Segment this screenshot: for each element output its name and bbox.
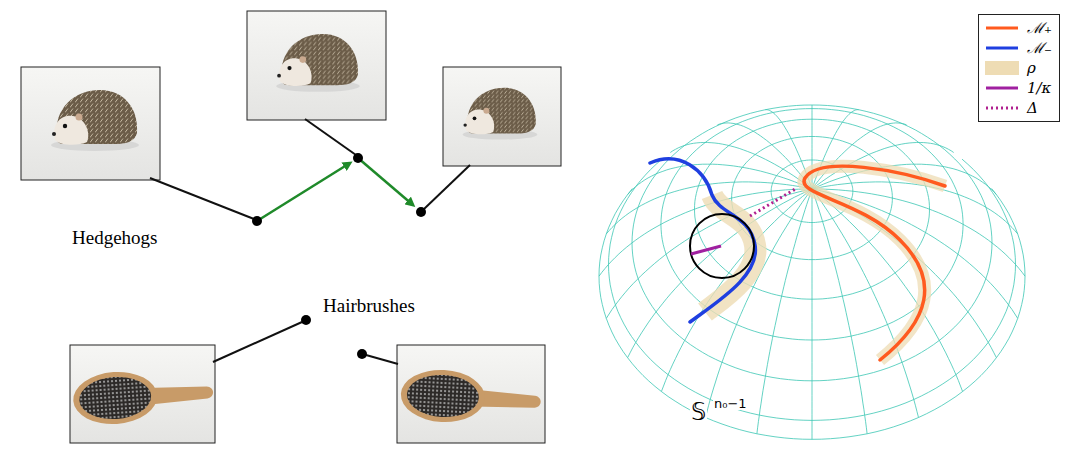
- mesh-line: [706, 189, 813, 418]
- legend-row: ℳ₊: [985, 18, 1052, 38]
- legend-row: 1/κ: [985, 78, 1052, 98]
- distance-dotted: [750, 188, 797, 216]
- point: [416, 207, 426, 217]
- leader-line: [305, 119, 356, 155]
- legend-line-sample: [985, 101, 1019, 115]
- legend-text: ρ: [1027, 61, 1036, 76]
- hairbrush-photo: [400, 368, 543, 427]
- curvature-circle: [690, 214, 754, 278]
- photo-frame: [443, 67, 561, 166]
- point: [301, 315, 311, 325]
- manifold-surface: Hairbrushes: [16, 282, 542, 392]
- leader-line: [213, 322, 302, 362]
- mesh-line: [812, 189, 867, 434]
- photo-frame: [397, 345, 545, 443]
- photo-frame: [247, 11, 386, 120]
- leader-line: [366, 355, 398, 364]
- legend-text: 1/κ: [1027, 81, 1051, 96]
- manifold-label: Hairbrushes: [323, 296, 415, 317]
- manifold-surface: Hedgehogs: [16, 124, 566, 264]
- space-symbol: 𝕊: [690, 400, 707, 424]
- legend-text: Δ: [1027, 101, 1038, 116]
- legend-line: [986, 87, 1018, 90]
- manifold-fill: [20, 130, 562, 258]
- legend-line: [986, 47, 1018, 50]
- hedgehog-photo: [463, 88, 538, 140]
- point: [357, 349, 367, 359]
- mesh-line: [992, 189, 1025, 277]
- legend-line-sample: [985, 21, 1019, 35]
- geodesic-arrow: [257, 163, 350, 221]
- mesh-line: [812, 189, 919, 418]
- sphere-mesh: [599, 105, 1025, 439]
- label-holder: 𝕊: [690, 400, 707, 424]
- photo-frame: [21, 67, 160, 180]
- hedgehog-photo: [276, 34, 360, 92]
- mesh-line: [812, 189, 813, 439]
- legend-swatch: [985, 61, 1019, 75]
- hairbrush-photo: [71, 365, 214, 427]
- leader-line: [150, 178, 254, 219]
- label-holder: n₀−1: [713, 394, 748, 412]
- manifold-plus: [804, 166, 945, 360]
- manifold-minus: [650, 159, 755, 322]
- legend-line: [986, 107, 1018, 110]
- manifold-shape: [16, 282, 542, 392]
- legend-line: [986, 27, 1018, 30]
- mesh-line: [812, 110, 859, 189]
- leader-line: [424, 165, 470, 209]
- manifold-fill: [22, 288, 535, 386]
- curvature-radius: [691, 246, 721, 254]
- manifold-label: Hedgehogs: [72, 228, 157, 249]
- space-superscript: n₀−1: [713, 397, 748, 410]
- mesh-line: [812, 123, 907, 189]
- point: [353, 153, 363, 163]
- legend-row: ρ: [985, 58, 1052, 78]
- legend-text: ℳ₋: [1027, 41, 1052, 56]
- mesh-line: [628, 189, 812, 358]
- legend-line-sample: [985, 41, 1019, 55]
- legend-row: ℳ₋: [985, 38, 1052, 58]
- hedgehog-photo: [51, 90, 139, 151]
- rho-band: [804, 166, 945, 360]
- mesh-line: [757, 189, 812, 434]
- geodesic-arrow: [358, 158, 413, 205]
- legend-line-sample: [985, 81, 1019, 95]
- point: [252, 216, 262, 226]
- legend-box: ℳ₊ ℳ₋ ρ 1/κΔ: [978, 14, 1060, 122]
- photo-frame: [70, 345, 215, 443]
- legend-row: Δ: [985, 98, 1052, 118]
- mesh-line: [599, 189, 1025, 440]
- legend-text: ℳ₊: [1027, 21, 1052, 36]
